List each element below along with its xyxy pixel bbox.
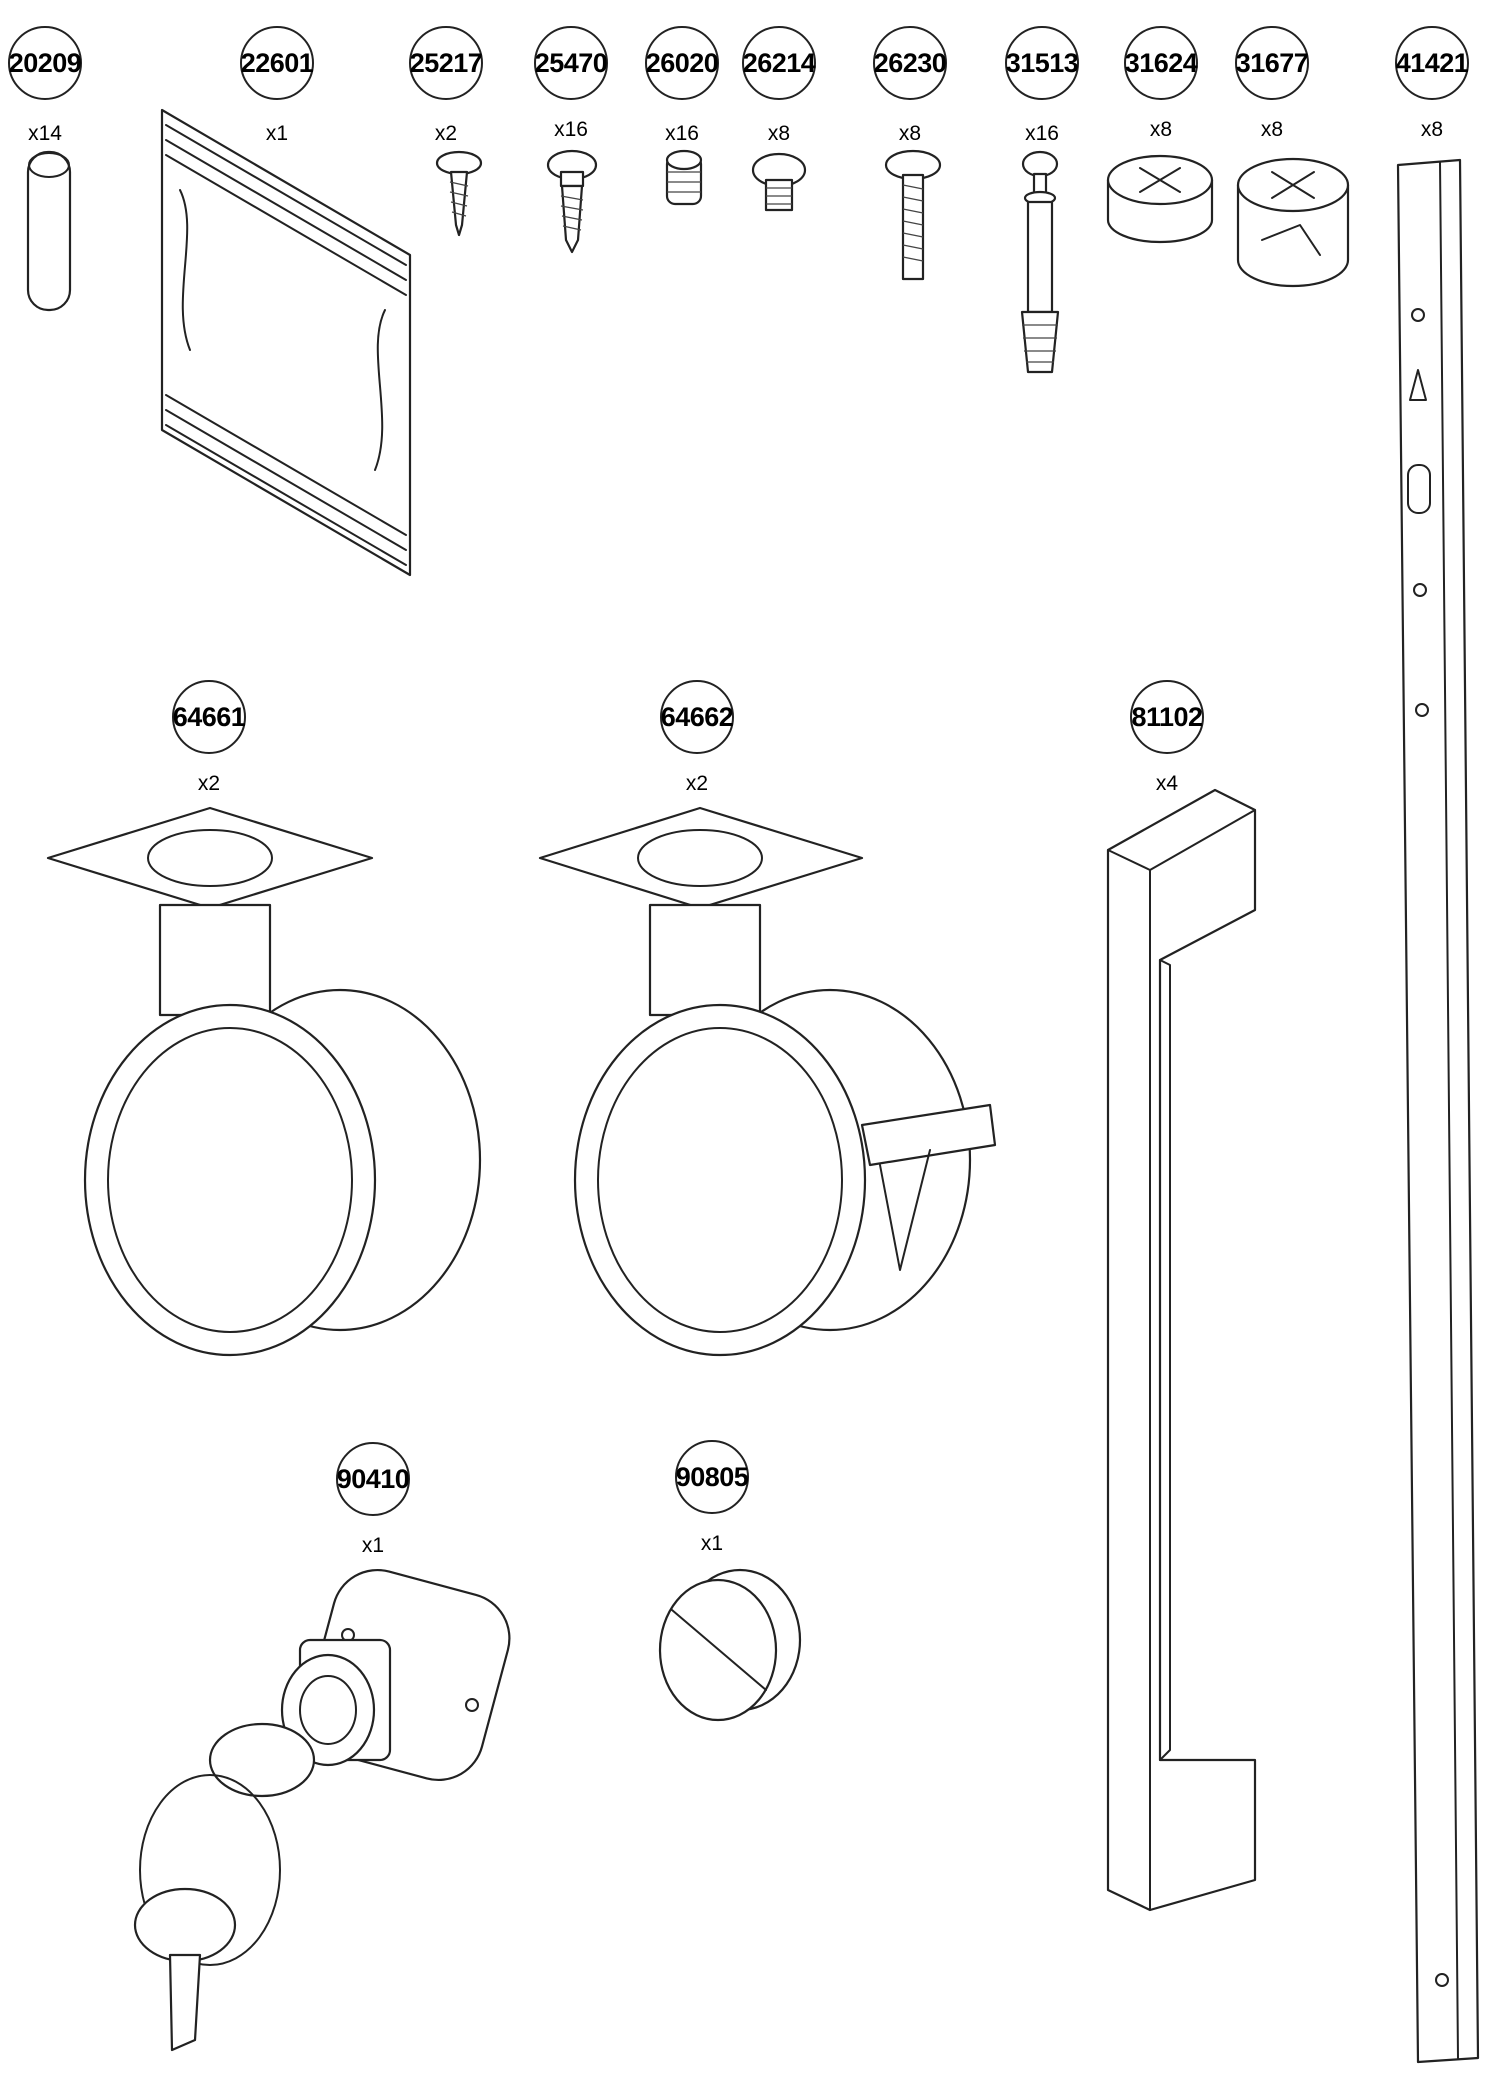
part-31677: 31677 x8 (0, 0, 1350, 288)
insert-icon (665, 149, 703, 206)
part-26020: 26020 x16 (0, 0, 719, 206)
part-quantity: x8 (767, 122, 791, 145)
bag-icon (160, 108, 412, 577)
part-code-badge: 20209 (8, 26, 82, 100)
part-64661: 64661 x2 (0, 0, 482, 1357)
rail-icon (1396, 158, 1480, 2064)
part-quantity: x1 (361, 1534, 385, 1557)
part-quantity: x8 (1420, 118, 1444, 141)
part-quantity: x8 (1260, 118, 1284, 141)
caster-icon (46, 806, 482, 1357)
part-quantity: x16 (1025, 122, 1059, 145)
caster-brake-icon (538, 806, 997, 1357)
part-code-badge: 81102 (1130, 680, 1204, 754)
part-code-badge: 31513 (1005, 26, 1079, 100)
part-quantity: x14 (28, 122, 62, 145)
part-25217: 25217 x2 (0, 0, 483, 237)
part-quantity: x8 (898, 122, 922, 145)
dowel-icon (26, 150, 72, 312)
handle-icon (1106, 788, 1257, 1912)
part-26214: 26214 x8 (0, 0, 816, 212)
part-64662: 64662 x2 (0, 0, 997, 1357)
screw-icon (751, 152, 807, 212)
part-code-badge: 25470 (534, 26, 608, 100)
part-code-badge: 26214 (742, 26, 816, 100)
part-quantity: x2 (685, 772, 709, 795)
part-quantity: x2 (197, 772, 221, 795)
screw-icon (884, 149, 942, 281)
part-code-badge: 90805 (675, 1440, 749, 1514)
part-code-badge: 64662 (660, 680, 734, 754)
part-31513: 31513 x16 (0, 0, 1079, 374)
lock-key-icon (133, 1568, 511, 2052)
part-20209: 20209 x14 (0, 0, 82, 312)
part-code-badge: 26020 (645, 26, 719, 100)
part-90805: 90805 x1 (0, 0, 802, 1722)
part-quantity: x16 (665, 122, 699, 145)
part-90410: 90410 x1 (0, 0, 511, 2052)
screw-icon (546, 149, 598, 254)
cam-bolt-icon (1020, 150, 1060, 374)
part-code-badge: 64661 (172, 680, 246, 754)
part-quantity: x4 (1155, 772, 1179, 795)
cam-lock-icon (1106, 154, 1214, 244)
part-quantity: x8 (1149, 118, 1173, 141)
cap-icon (658, 1568, 802, 1722)
part-code-badge: 31624 (1124, 26, 1198, 100)
part-31624: 31624 x8 (0, 0, 1214, 244)
part-code-badge: 22601 (240, 26, 314, 100)
part-code-badge: 25217 (409, 26, 483, 100)
part-25470: 25470 x16 (0, 0, 608, 254)
part-code-badge: 26230 (873, 26, 947, 100)
part-22601: 22601 x1 (0, 0, 412, 577)
part-81102: 81102 x4 (0, 0, 1257, 1912)
part-quantity: x1 (700, 1532, 724, 1555)
part-code-badge: 90410 (336, 1442, 410, 1516)
cam-lock-icon (1236, 157, 1350, 288)
part-quantity: x2 (434, 122, 458, 145)
screw-icon (435, 150, 483, 237)
part-quantity: x1 (265, 122, 289, 145)
part-quantity: x16 (554, 118, 588, 141)
part-26230: 26230 x8 (0, 0, 947, 281)
part-code-badge: 41421 (1395, 26, 1469, 100)
part-code-badge: 31677 (1235, 26, 1309, 100)
